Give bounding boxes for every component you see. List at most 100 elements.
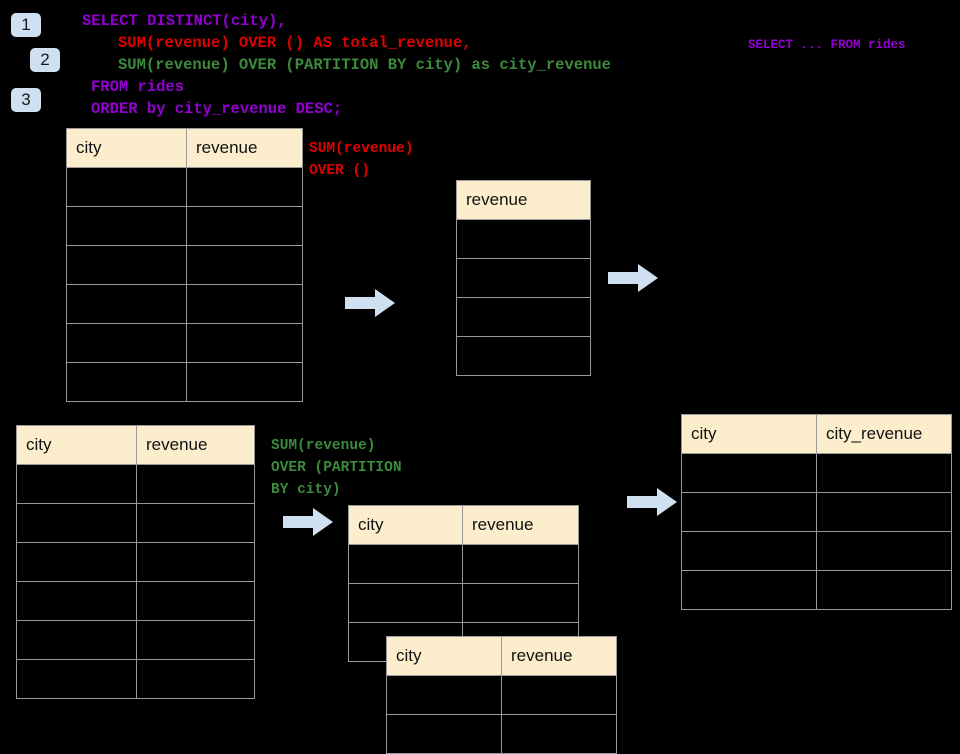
table-cell — [348, 583, 463, 623]
table-row — [681, 453, 952, 493]
column-header-city: city — [386, 636, 502, 676]
table-cell — [136, 542, 255, 582]
table-row — [348, 544, 579, 584]
table-row — [16, 659, 255, 699]
table-row — [66, 206, 303, 246]
table-cell — [66, 206, 187, 246]
step-badge-2: 2 — [30, 48, 60, 72]
table-row — [386, 675, 617, 715]
column-header-city: city — [16, 425, 137, 465]
table-cell — [66, 323, 187, 363]
table-row — [16, 542, 255, 582]
table-cell — [16, 503, 137, 543]
table-cell — [66, 284, 187, 324]
column-header-city: city — [681, 414, 817, 454]
table-header-row: revenue — [456, 180, 591, 220]
table-row — [16, 503, 255, 543]
table-cell — [456, 297, 591, 337]
total-revenue-table: revenue — [456, 180, 591, 376]
table-cell — [136, 503, 255, 543]
column-header-revenue: revenue — [456, 180, 591, 220]
table-row — [681, 492, 952, 532]
table-cell — [681, 531, 817, 571]
table-cell — [501, 714, 617, 754]
table-row — [66, 284, 303, 324]
sql-line-4: FROM rides — [91, 78, 185, 96]
table-cell — [816, 531, 952, 571]
table-cell — [456, 258, 591, 298]
arrow-partition-to-result — [627, 488, 677, 516]
table-cell — [136, 581, 255, 621]
step-badge-1: 1 — [11, 13, 41, 37]
table-cell — [681, 570, 817, 610]
table-row — [348, 583, 579, 623]
total-revenue-annotation: SUM(revenue) OVER () — [309, 141, 414, 179]
column-header-city: city — [66, 128, 187, 168]
column-header-revenue: revenue — [136, 425, 255, 465]
table-row — [16, 464, 255, 504]
table-cell — [681, 492, 817, 532]
arrow-source-to-total — [345, 289, 395, 317]
table-cell — [501, 675, 617, 715]
table-row — [681, 531, 952, 571]
select-from-rides-note: SELECT ... FROM rides — [748, 38, 906, 52]
table-cell — [186, 323, 303, 363]
sql-line-3: SUM(revenue) OVER (PARTITION BY city) as… — [118, 56, 611, 74]
table-row — [66, 245, 303, 285]
city-revenue-annotation: SUM(revenue) OVER (PARTITION BY city) — [271, 438, 402, 498]
table-cell — [462, 544, 579, 584]
table-cell — [136, 659, 255, 699]
table-cell — [66, 245, 187, 285]
sql-line-2: SUM(revenue) OVER () AS total_revenue, — [118, 34, 472, 52]
table-row — [456, 297, 591, 337]
table-row — [456, 336, 591, 376]
table-cell — [816, 570, 952, 610]
table-cell — [186, 245, 303, 285]
table-cell — [186, 284, 303, 324]
table-cell — [66, 167, 187, 207]
sql-query-block: SELECT DISTINCT(city), SUM(revenue) OVER … — [82, 10, 611, 120]
table-cell — [386, 675, 502, 715]
table-cell — [136, 620, 255, 660]
step-badge-3: 3 — [11, 88, 41, 112]
table-cell — [186, 167, 303, 207]
table-cell — [456, 336, 591, 376]
column-header-revenue: revenue — [186, 128, 303, 168]
table-cell — [386, 714, 502, 754]
table-cell — [348, 544, 463, 584]
table-cell — [136, 464, 255, 504]
table-cell — [186, 362, 303, 402]
table-row — [456, 258, 591, 298]
arrow-total-to-result — [608, 264, 658, 292]
table-row — [16, 620, 255, 660]
arrow-source-to-partition — [283, 508, 333, 536]
table-cell — [186, 206, 303, 246]
sql-line-5: ORDER by city_revenue DESC; — [91, 100, 343, 118]
table-cell — [16, 464, 137, 504]
table-row — [456, 219, 591, 259]
table-cell — [16, 542, 137, 582]
table-cell — [456, 219, 591, 259]
table-cell — [16, 620, 137, 660]
table-row — [16, 581, 255, 621]
column-header-revenue: revenue — [462, 505, 579, 545]
table-row — [66, 323, 303, 363]
column-header-revenue: revenue — [501, 636, 617, 676]
table-cell — [816, 453, 952, 493]
table-row — [681, 570, 952, 610]
column-header-city_revenue: city_revenue — [816, 414, 952, 454]
table-cell — [16, 659, 137, 699]
table-cell — [66, 362, 187, 402]
table-cell — [816, 492, 952, 532]
sql-line-1: SELECT DISTINCT(city), — [82, 12, 287, 30]
table-cell — [462, 583, 579, 623]
